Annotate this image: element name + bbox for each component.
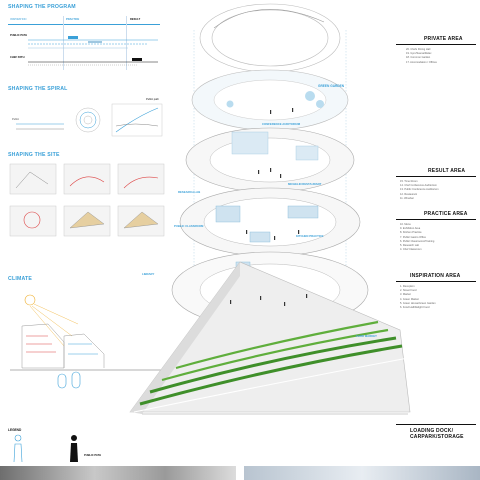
program-row-chef: CHEF PATH [10,56,25,59]
site-diagrams [9,163,165,237]
site-title: SHAPING THE SITE [8,152,60,158]
area-result-rule [396,176,476,178]
area-loading-title: LOADING DOCK/ CARPARK/STORAGE [410,428,464,440]
spiral-diagrams [16,103,163,137]
program-col-inspiration: INSPIRATION [10,18,27,21]
photo-strip-left [0,466,236,480]
callout-green-garden: GREEN GARDEN [318,84,345,88]
area-private-title: PRIVATE AREA [424,36,463,42]
area-practice-title: PRACTICE AREA [424,211,468,217]
program-row-public: PUBLIC PATH [10,34,28,37]
area-inspiration-rule [396,281,476,283]
callout-library: LIBRARY [142,272,155,276]
legend-public-path-label: PUBLIC PATH [84,454,102,457]
climate-title: CLIMATE [8,276,33,282]
callout-kitchen: KITCHEN PRACTICE [296,234,324,238]
photo-strip-right [244,466,480,480]
callout-food-market: FOOD MARKET [356,334,377,338]
program-col-result: RESULT [130,18,141,21]
legend-person-blue-icon [13,434,23,463]
level-private [191,69,349,131]
area-private-list: 20. Chefs Dining Hall 19. Gym/Sauna/Rela… [406,48,437,64]
program-flow-lines [28,36,158,66]
legend-blue-label [26,450,27,453]
climate-diagram [10,294,166,389]
area-inspiration-list: 1. Reception 2. Street Food 3. Market 4.… [400,285,436,310]
legend-person-black-icon [70,435,78,462]
program-title: SHAPING THE PROGRAM [8,4,76,10]
area-practice-rule [396,219,476,221]
area-result-list: 15. Time Room 14. Chef Conference Audito… [400,180,439,200]
callout-public-classroom: PUBLIC CLASSROOM [174,224,204,228]
spiral-building-axonometric [129,3,411,415]
legend-icons [13,434,78,463]
base-landscape [129,261,411,415]
callout-conference: CONFERENCE AUDITORIUM [262,122,301,126]
area-practice-list: 10. Menu 9. Exhibition Area 8. Kitchen P… [400,223,435,252]
area-private-rule [396,44,476,46]
spiral-title: SHAPING THE SPIRAL [8,86,68,92]
spiral-label-public-path: Public path [146,98,159,101]
level-practice [179,187,361,257]
level-result [185,127,355,193]
roof-level [199,3,341,73]
area-inspiration-title: INSPIRATION AREA [410,273,461,279]
people-silhouettes [230,108,308,306]
callout-research: RESEARCH LAB [178,190,201,194]
callout-michelin: MICHELIN RESTAURANT [288,182,322,186]
spiral-label-public: Public [12,118,20,121]
program-col-practice: PRACTICE [66,18,80,21]
program-table: INSPIRATION PRACTICE RESULT PUBLIC PATH … [8,14,160,70]
area-result-title: RESULT AREA [428,168,466,174]
legend-title: LEGEND [8,428,22,432]
area-loading-rule [396,424,476,426]
